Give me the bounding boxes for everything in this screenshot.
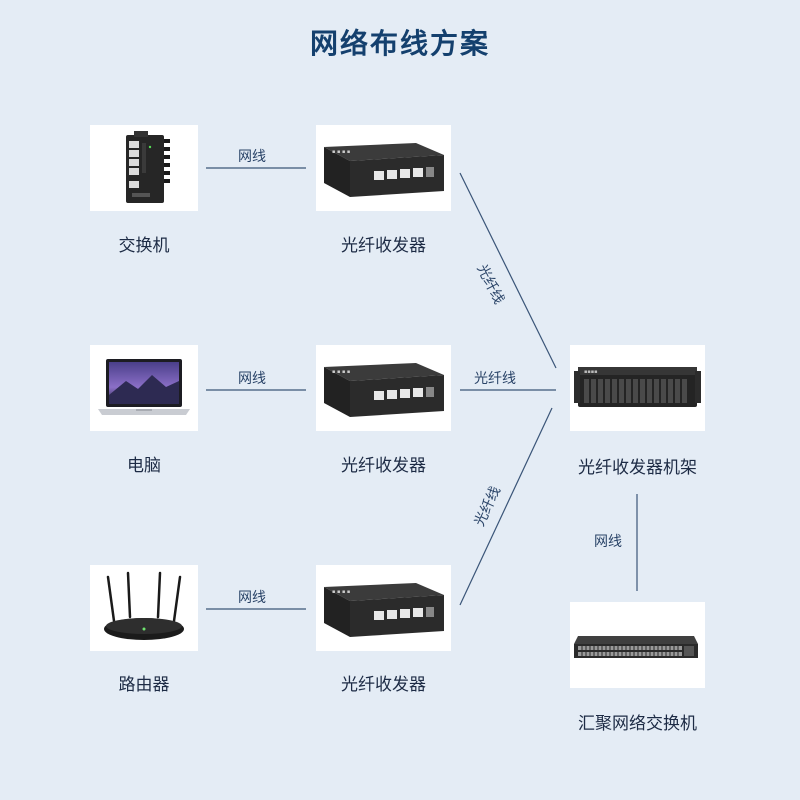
link-label-router: 网线 bbox=[238, 590, 266, 606]
core-switch-label: 汇聚网络交换机 bbox=[578, 714, 697, 734]
converter-2-label: 光纤收发器 bbox=[341, 456, 426, 476]
core-switch-device-image bbox=[570, 602, 705, 688]
svg-text:▪ ▪ ▪ ▪: ▪ ▪ ▪ ▪ bbox=[332, 589, 350, 595]
svg-text:▪▪▪▪: ▪▪▪▪ bbox=[584, 369, 598, 375]
line-converter3-rack bbox=[459, 407, 553, 606]
converter-1-label: 光纤收发器 bbox=[341, 236, 426, 256]
switch-device-image bbox=[90, 125, 198, 211]
link-label-switch: 网线 bbox=[238, 149, 266, 165]
rack-label: 光纤收发器机架 bbox=[578, 458, 697, 478]
converter-2-image: ▪ ▪ ▪ ▪ bbox=[316, 345, 451, 431]
converter-3-label: 光纤收发器 bbox=[341, 675, 426, 695]
switch-label: 交换机 bbox=[118, 236, 170, 256]
rack-device-image: ▪▪▪▪ bbox=[570, 345, 705, 431]
converter-3-image: ▪ ▪ ▪ ▪ bbox=[316, 565, 451, 651]
svg-text:▪ ▪ ▪ ▪: ▪ ▪ ▪ ▪ bbox=[332, 149, 350, 155]
pc-label: 电脑 bbox=[127, 456, 161, 476]
link-label-pc: 网线 bbox=[238, 371, 266, 387]
link-label-fiber2: 光纤线 bbox=[474, 371, 516, 387]
line-converter1-rack bbox=[459, 172, 557, 369]
svg-text:▪ ▪ ▪ ▪: ▪ ▪ ▪ ▪ bbox=[332, 369, 350, 375]
converter-1-image: ▪ ▪ ▪ ▪ bbox=[316, 125, 451, 211]
page-title: 网络布线方案 bbox=[309, 27, 490, 60]
link-label-rack-core: 网线 bbox=[594, 534, 622, 550]
router-label: 路由器 bbox=[118, 675, 170, 695]
pc-device-image bbox=[90, 345, 198, 431]
router-device-image bbox=[90, 565, 198, 651]
